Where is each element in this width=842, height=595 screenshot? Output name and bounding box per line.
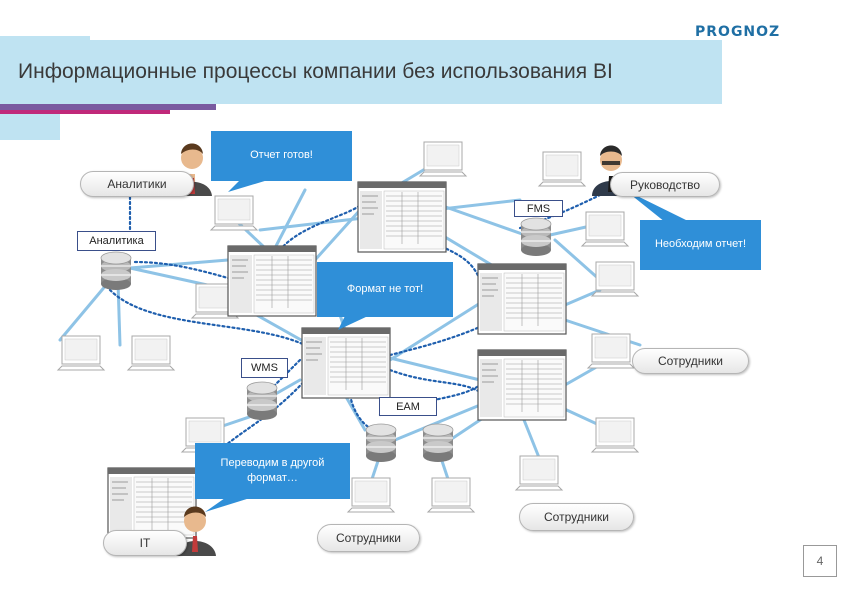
fms-tag: FMS <box>514 200 563 217</box>
it-label: IT <box>103 530 187 556</box>
company-logo: PROGNOZ <box>695 24 781 40</box>
bubble-converting: Переводим в другой формат… <box>195 443 350 499</box>
wms-tag: WMS <box>241 358 288 378</box>
title-stripe-purple <box>0 104 216 110</box>
page-number: 4 <box>803 545 837 577</box>
page-title: Информационные процессы компании без исп… <box>18 60 613 83</box>
title-bar: Информационные процессы компании без исп… <box>0 40 722 104</box>
analysts-label: Аналитики <box>80 171 194 197</box>
title-stripe-top <box>0 36 90 40</box>
bubble-report-ready: Отчет готов! <box>211 131 352 181</box>
title-stripe-pink <box>0 110 170 114</box>
title-stripe-light <box>0 114 60 140</box>
analytics-db-tag: Аналитика <box>77 231 156 251</box>
employees-right-label: Сотрудники <box>632 348 749 374</box>
employees-bottom-right-label: Сотрудники <box>519 503 634 531</box>
it-person-icon <box>176 506 216 556</box>
bubble-need-report: Необходим отчет! <box>640 220 761 270</box>
employees-bottom-label: Сотрудники <box>317 524 420 552</box>
bubble-wrong-format: Формат не тот! <box>317 262 453 317</box>
management-label: Руководство <box>610 172 720 197</box>
eam-tag: EAM <box>379 397 437 416</box>
